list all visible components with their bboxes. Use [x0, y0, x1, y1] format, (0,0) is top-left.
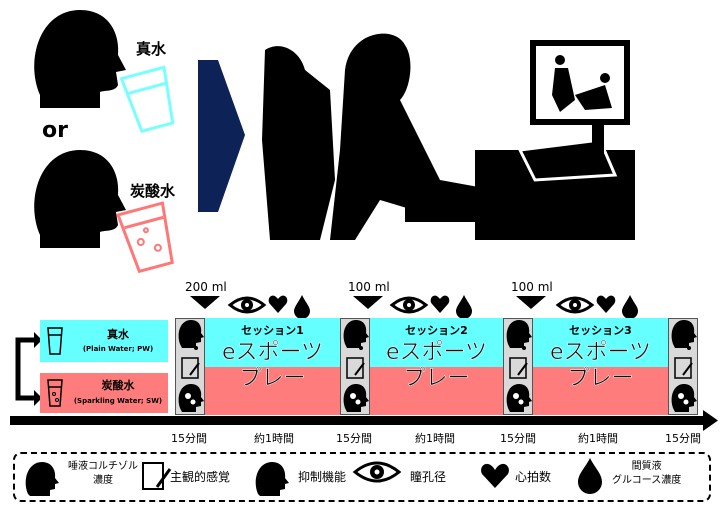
drop-icon — [578, 458, 602, 494]
session-activity: eスポーツプレー — [385, 340, 488, 392]
duration-label: 約1時間 — [415, 432, 455, 445]
session-measure-icons — [228, 293, 640, 318]
clipboard-icon — [142, 462, 172, 490]
measurement-column-icons — [177, 319, 698, 413]
intake-marker-icon — [353, 296, 383, 309]
session-activity: eスポーツプレー — [549, 340, 652, 392]
session-title: セッション3 — [569, 324, 632, 337]
legend-cortisol: 唾液コルチゾル濃度 — [68, 461, 138, 486]
plain-water-label: 真水 — [136, 40, 167, 58]
measurement-icons — [670, 319, 698, 413]
saliva-head-icon — [25, 462, 59, 496]
condition-sparkling-water: 炭酸水 (Sparkling Water; SW) — [40, 373, 168, 413]
top-illustration — [34, 10, 635, 274]
condition-subtitle: (Sparkling Water; SW) — [73, 397, 163, 405]
legend-icons — [25, 458, 602, 496]
condition-plain-water: 真水 (Plain Water; PW) — [40, 320, 168, 362]
legend-heart-rate: 心拍数 — [515, 470, 552, 484]
session-block-3: セッション3 eスポーツプレー — [533, 318, 668, 415]
condition-subtitle: (Plain Water; PW) — [82, 345, 154, 353]
right-arrow-icon — [198, 60, 245, 212]
eye-heart-drop-icons — [390, 293, 474, 318]
eye-icon — [352, 461, 402, 483]
measurement-icons — [177, 319, 205, 413]
esports-player-silhouette — [262, 33, 635, 241]
head-icon-1 — [34, 10, 126, 108]
legend-box — [13, 452, 711, 502]
session-block-2: セッション2 eスポーツプレー — [370, 318, 503, 415]
sparkling-cup-icon — [47, 379, 63, 407]
session-title: セッション2 — [405, 324, 468, 337]
duration-label: 約1時間 — [578, 432, 618, 445]
duration-label: 15分間 — [665, 432, 701, 445]
session-activity: eスポーツプレー — [221, 340, 324, 392]
duration-label: 15分間 — [500, 432, 536, 445]
dose-label: 200 ml — [185, 280, 227, 294]
heart-icon — [481, 463, 509, 488]
timeline-arrow — [10, 410, 718, 431]
eye-heart-drop-icons — [228, 293, 312, 318]
legend-pupil: 瞳孔径 — [410, 470, 447, 484]
sparkling-water-label: 炭酸水 — [130, 182, 176, 200]
sparkling-water-cup-icon — [116, 201, 174, 274]
intake-marker-icon — [516, 296, 546, 309]
dose-label: 100 ml — [511, 280, 553, 294]
duration-label: 約1時間 — [254, 432, 294, 445]
measurement-icons — [505, 319, 533, 413]
session-title: セッション1 — [241, 324, 304, 337]
condition-title: 炭酸水 — [101, 379, 135, 392]
dose-label: 100 ml — [348, 280, 390, 294]
legend-inhibition: 抑制機能 — [298, 470, 347, 484]
eye-heart-drop-icons — [556, 293, 640, 318]
intake-marker-icon — [190, 296, 220, 309]
or-label: or — [42, 118, 68, 143]
condition-title: 真水 — [107, 328, 129, 341]
duration-label: 15分間 — [336, 432, 372, 445]
head-icon-2 — [34, 150, 126, 248]
measurement-icons — [342, 319, 370, 413]
legend-subjective: 主観的感覚 — [170, 470, 231, 484]
session-block-1: セッション1 eスポーツプレー — [205, 318, 340, 415]
duration-label: 15分間 — [171, 432, 207, 445]
plain-water-cup-icon — [119, 65, 175, 133]
brain-head-icon — [255, 462, 289, 496]
cup-icon — [47, 327, 63, 355]
legend-glucose: 間質液グルコース濃度 — [612, 461, 682, 486]
